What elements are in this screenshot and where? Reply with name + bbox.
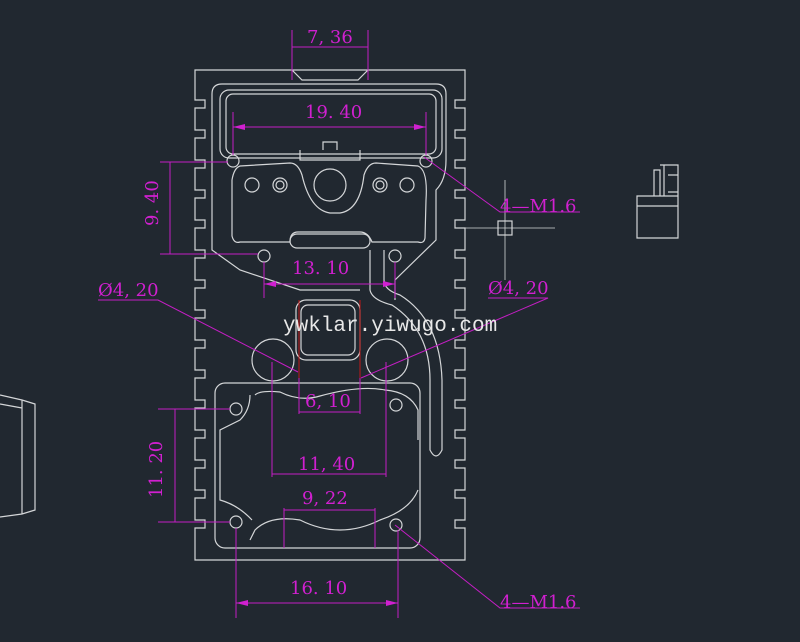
dim-square-width: 6, 10 — [298, 378, 361, 414]
mount-hole — [226, 154, 240, 168]
dim-text: 13. 10 — [292, 258, 349, 279]
dim-lower-height: 11. 20 — [146, 408, 230, 523]
nut-inner — [275, 180, 285, 190]
large-circle — [365, 338, 409, 382]
square-window-inner — [300, 304, 356, 356]
dim-text: 6, 10 — [305, 391, 351, 412]
slot — [289, 233, 371, 249]
callout-bottom-thread: 4—M1.6 — [394, 524, 580, 613]
dim-text: 11. 20 — [146, 441, 167, 498]
callout-text: 4—M1.6 — [500, 196, 577, 217]
top-window-inner — [225, 93, 437, 155]
dim-text: 9, 22 — [302, 488, 348, 509]
mount-hole — [257, 249, 271, 263]
callout-right-diameter: Ø4, 20 — [360, 278, 549, 379]
center-boss — [313, 168, 347, 202]
mount-hole — [388, 249, 402, 263]
mount-hole — [389, 518, 403, 532]
callout-text: Ø4, 20 — [488, 278, 549, 299]
dim-upper-hole-spacing: 13. 10 — [263, 258, 396, 298]
nut-outer — [372, 177, 388, 193]
large-circle — [251, 338, 295, 382]
crosshair — [455, 180, 555, 280]
callout-top-thread: 4—M1.6 — [423, 156, 580, 217]
callout-text: Ø4, 20 — [98, 280, 159, 301]
callout-left-diameter: Ø4, 20 — [98, 280, 299, 373]
dim-lower-hole-spacing: 16. 10 — [235, 528, 399, 618]
lower-pocket — [219, 387, 419, 541]
nut-inner — [375, 180, 385, 190]
upper-carrier — [231, 162, 427, 244]
side-view-part — [636, 164, 679, 239]
mount-hole — [229, 402, 243, 416]
dim-bottom-gap: 9, 22 — [283, 488, 376, 548]
dim-text: 19. 40 — [305, 102, 362, 123]
dim-window-width: 19. 40 — [232, 102, 427, 155]
watermark: ywklar.yiwugo.com — [283, 315, 497, 338]
carrier-hole — [399, 177, 415, 193]
dim-text: 9. 40 — [142, 180, 163, 226]
left-partial-part — [0, 394, 36, 518]
top-window-outer — [219, 89, 443, 159]
callout-text: 4—M1.6 — [500, 592, 577, 613]
top-tab — [299, 141, 361, 161]
crosshair-box — [497, 220, 513, 236]
curved-channel — [369, 250, 443, 457]
carrier-hole — [244, 177, 260, 193]
mount-hole — [229, 515, 243, 529]
dim-text: 7, 36 — [307, 27, 353, 48]
dim-text: 16. 10 — [290, 578, 347, 599]
dim-text: 11, 40 — [298, 454, 355, 475]
nut-outer — [272, 177, 288, 193]
lower-plate — [214, 382, 421, 549]
mount-hole — [389, 398, 403, 412]
dim-top-notch: 7, 36 — [291, 27, 369, 80]
dim-circle-spacing: 11, 40 — [271, 362, 387, 477]
top-v-notch — [291, 69, 369, 81]
upper-frame — [211, 83, 447, 300]
dim-upper-height: 9. 40 — [142, 161, 258, 255]
